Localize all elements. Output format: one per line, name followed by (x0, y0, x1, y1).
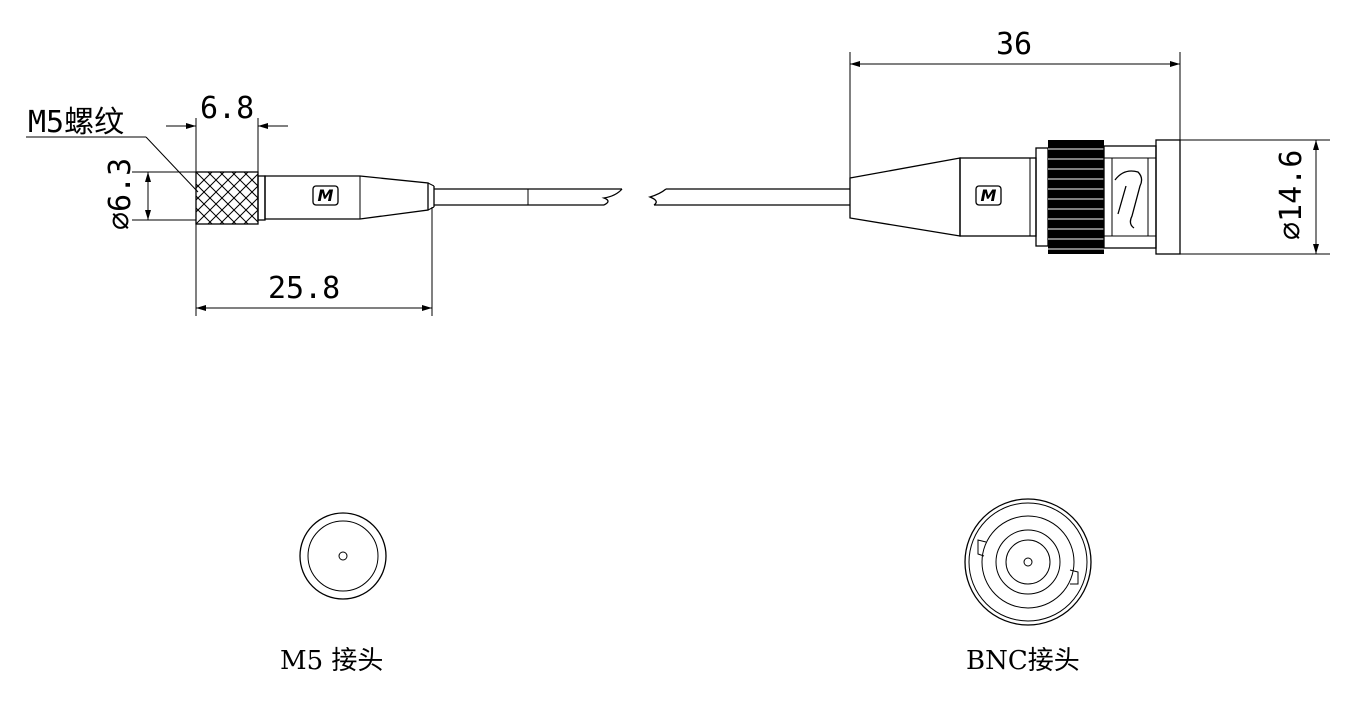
cable-break-right (648, 188, 667, 206)
m5-connector-front-view: M5 接头 (280, 512, 387, 676)
bnc-logo-icon: M (981, 186, 997, 205)
caption-bnc: BNC接头 (966, 646, 1080, 676)
m5-logo-icon: M (318, 186, 334, 205)
bnc-front-tip (1155, 139, 1181, 255)
m5-knurl-pattern (196, 172, 258, 224)
bnc-lug-left (977, 539, 987, 557)
dim-m5-diameter: ∅6.3 (103, 158, 138, 230)
cable (434, 188, 850, 206)
cable-break-left (601, 188, 623, 206)
bnc-body (959, 157, 1037, 237)
m5-knurled-nut (195, 171, 259, 225)
m5-logo-box (312, 185, 339, 206)
label-m5-thread: M5螺纹 (28, 105, 124, 140)
bnc-knurl-band (1048, 140, 1104, 254)
dim-bnc-length: 36 (996, 27, 1032, 62)
bnc-boot (849, 157, 961, 237)
bnc-connector-front-view: BNC接头 (964, 498, 1092, 676)
m5-dimensions: 6.8 M5螺纹 ∅6.3 25.8 (26, 91, 433, 316)
dim-m5-knurl-length: 6.8 (200, 91, 254, 126)
bnc-lug-right (1069, 569, 1079, 585)
m5-connector-side-view: M (195, 171, 435, 225)
dim-bnc-diameter: ∅14.6 (1274, 150, 1309, 240)
bnc-step-ring (1035, 147, 1049, 247)
bnc-bayonet-slot (1114, 170, 1143, 229)
bnc-connector-side-view: M (849, 139, 1181, 255)
bnc-logo-box (975, 185, 1002, 206)
bnc-dimensions: 36 ∅14.6 (849, 27, 1330, 255)
caption-m5: M5 接头 (280, 646, 383, 676)
dim-m5-total-length: 25.8 (268, 271, 340, 306)
bnc-knurl-lines (1048, 148, 1104, 250)
m5-body (264, 175, 429, 220)
m5-collar (257, 175, 266, 221)
